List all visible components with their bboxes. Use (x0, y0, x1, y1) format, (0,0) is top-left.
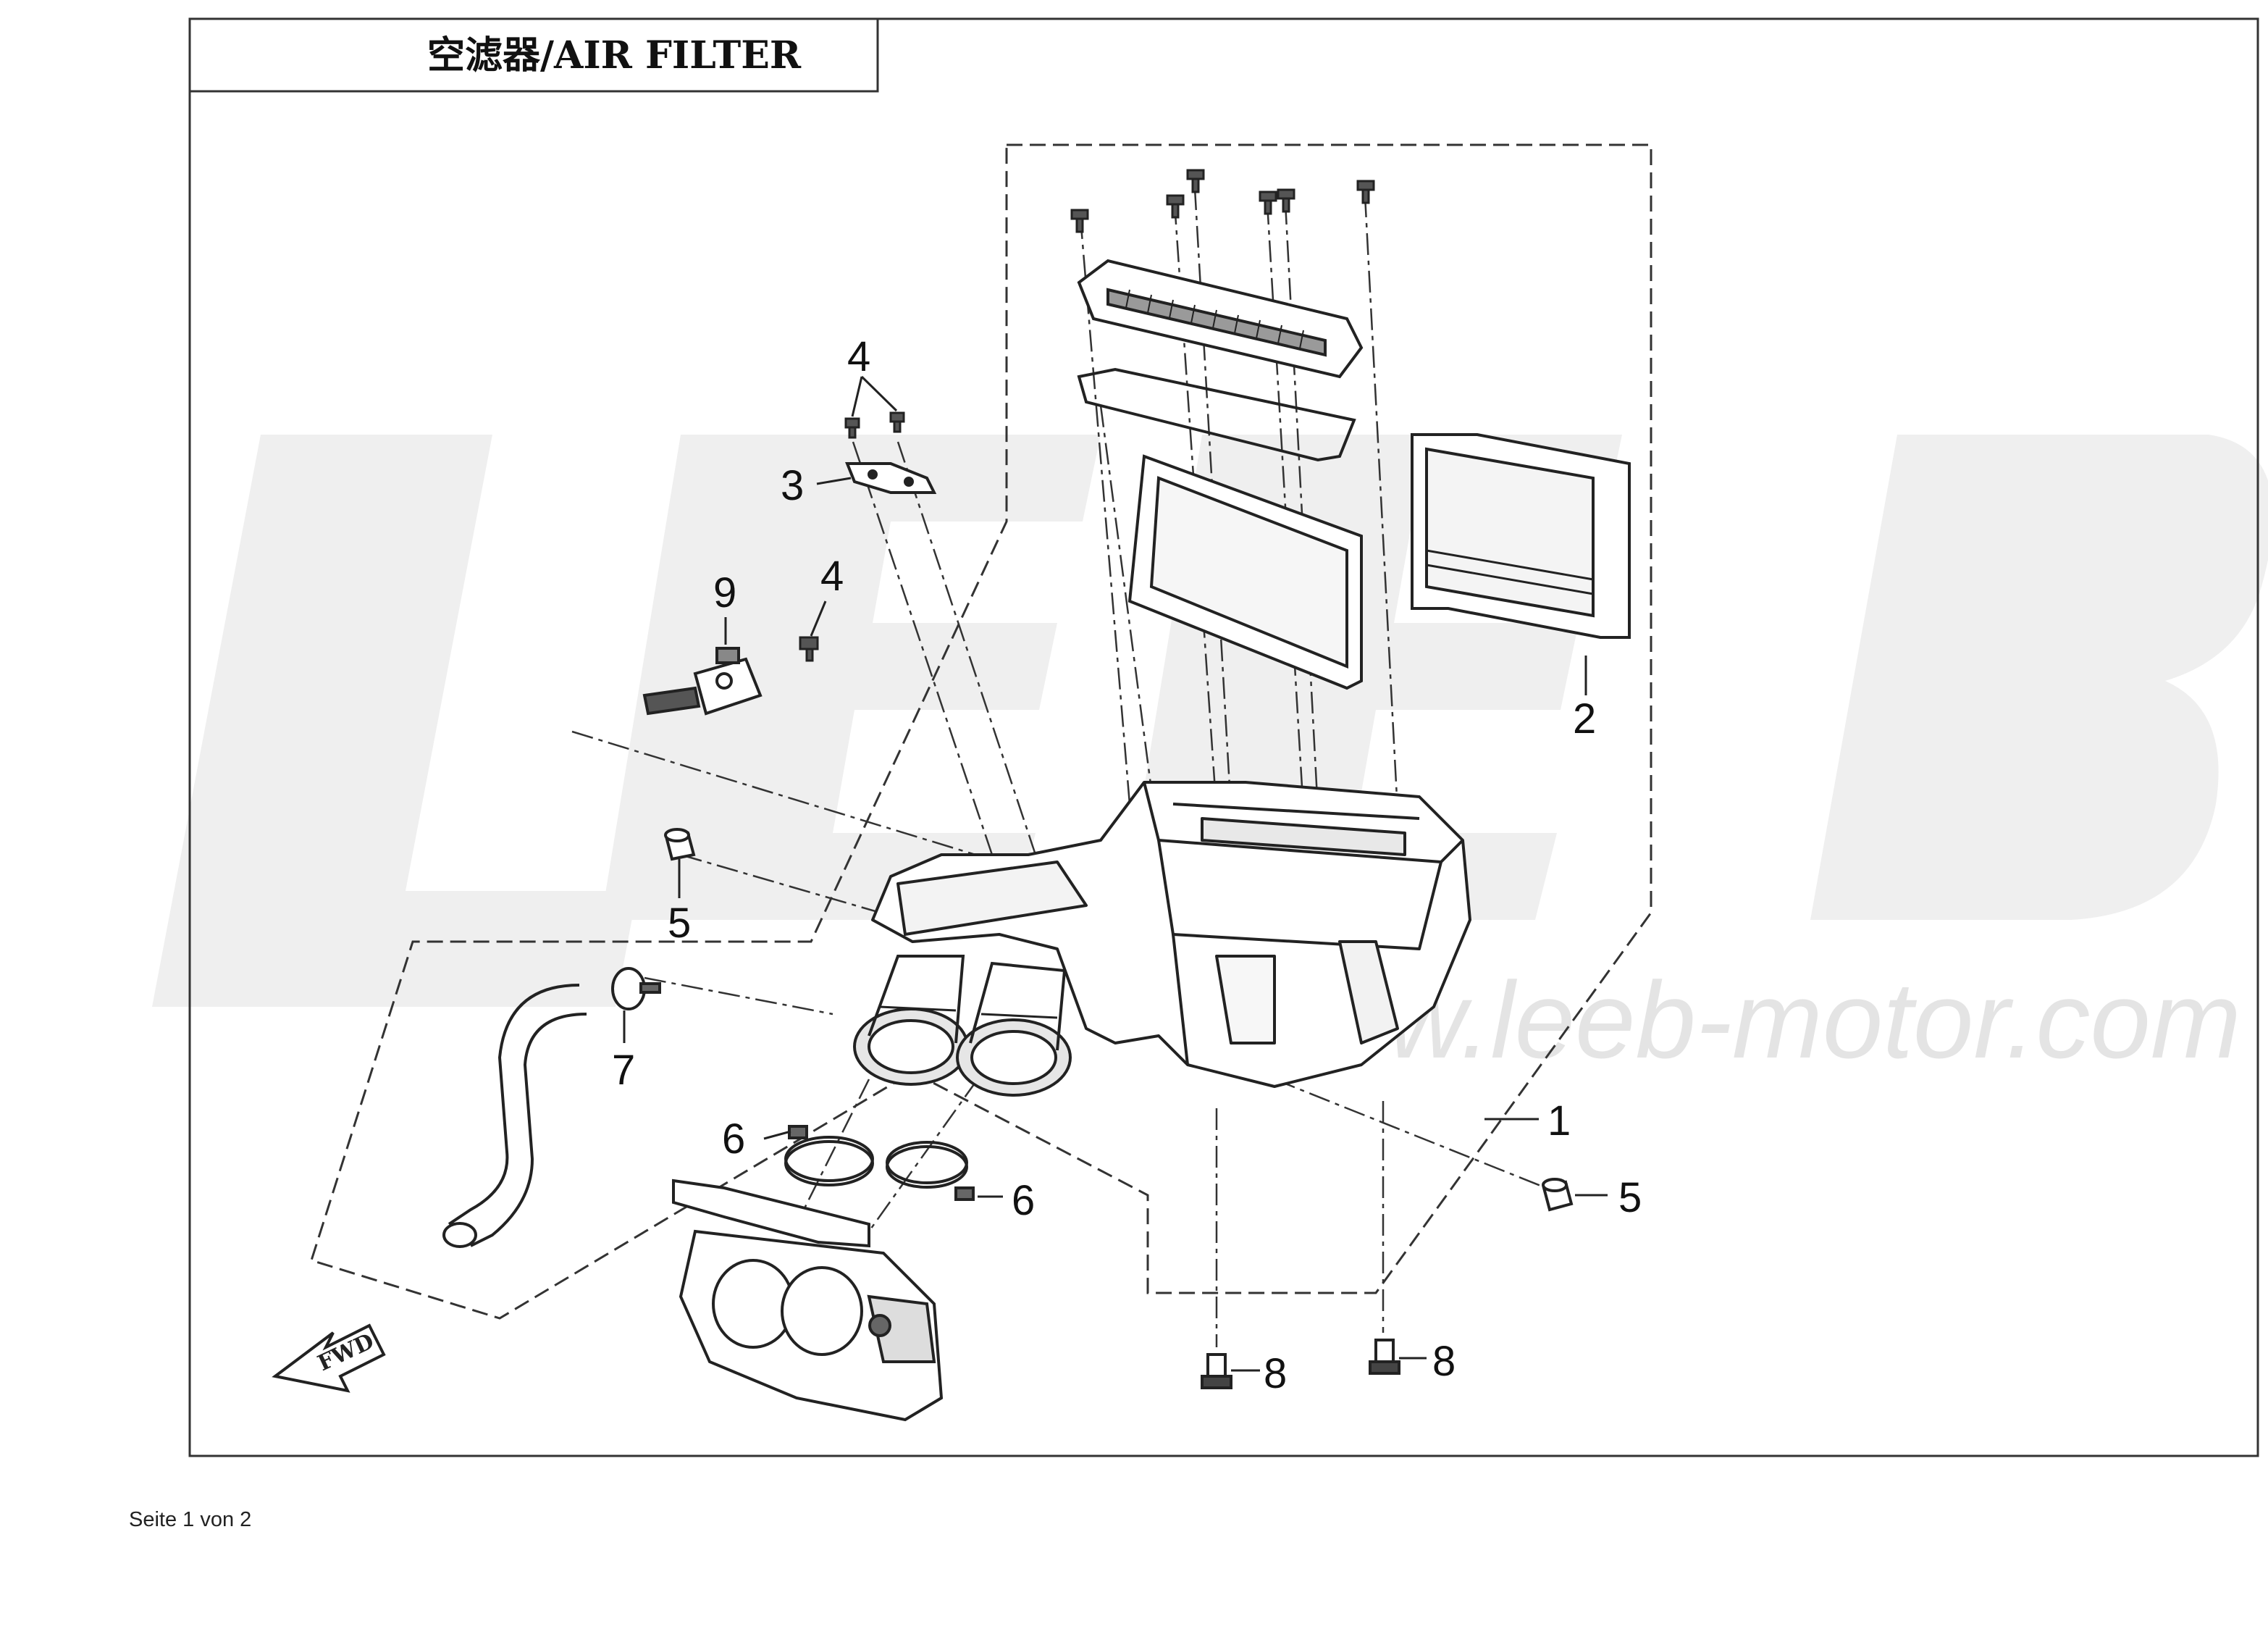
callout-7: 7 (612, 1047, 635, 1094)
callout-6b: 6 (1012, 1177, 1035, 1224)
title-box: 空滤器/AIR FILTER (188, 17, 879, 93)
callout-5a: 5 (668, 900, 691, 947)
drain-caps (664, 828, 1574, 1212)
intake-sensor (642, 647, 763, 716)
callout-leaders (623, 375, 1608, 1372)
callout-numbers: 1 2 3 4 4 5 5 6 6 7 8 8 9 (612, 333, 1642, 1397)
callout-2: 2 (1573, 695, 1596, 742)
boot-clamps (784, 1125, 975, 1201)
fwd-arrow: FWD (272, 1323, 386, 1393)
diagram-title: 空滤器/AIR FILTER (427, 33, 802, 78)
filter-element (1411, 433, 1631, 639)
breather-hose (442, 984, 587, 1248)
gasket (1077, 367, 1356, 462)
airbox-housing (871, 781, 1471, 1088)
bracket (845, 462, 937, 494)
page-footer: Seite 1 von 2 (129, 1508, 252, 1531)
callout-9: 9 (713, 569, 736, 616)
callout-1: 1 (1547, 1097, 1571, 1144)
callout-3: 3 (781, 462, 804, 509)
bracket-screws (799, 411, 905, 662)
filter-frame (1127, 454, 1363, 690)
mounting-bolts (1201, 1339, 1400, 1389)
leader-lines (571, 188, 1565, 1347)
callout-4a: 4 (847, 333, 870, 380)
throttle-body (672, 1178, 944, 1422)
callout-5b: 5 (1618, 1174, 1642, 1221)
top-cover (1077, 259, 1364, 379)
callout-8b: 8 (1432, 1338, 1456, 1385)
hose-clamp (611, 967, 661, 1010)
callout-8a: 8 (1264, 1350, 1287, 1397)
callout-6a: 6 (722, 1115, 745, 1163)
callout-4b: 4 (820, 553, 844, 600)
diagram-frame (188, 17, 2259, 1457)
intake-boots (853, 955, 1072, 1097)
assembly-dashed-outline (310, 143, 1652, 1320)
cover-screws (1070, 169, 1375, 233)
